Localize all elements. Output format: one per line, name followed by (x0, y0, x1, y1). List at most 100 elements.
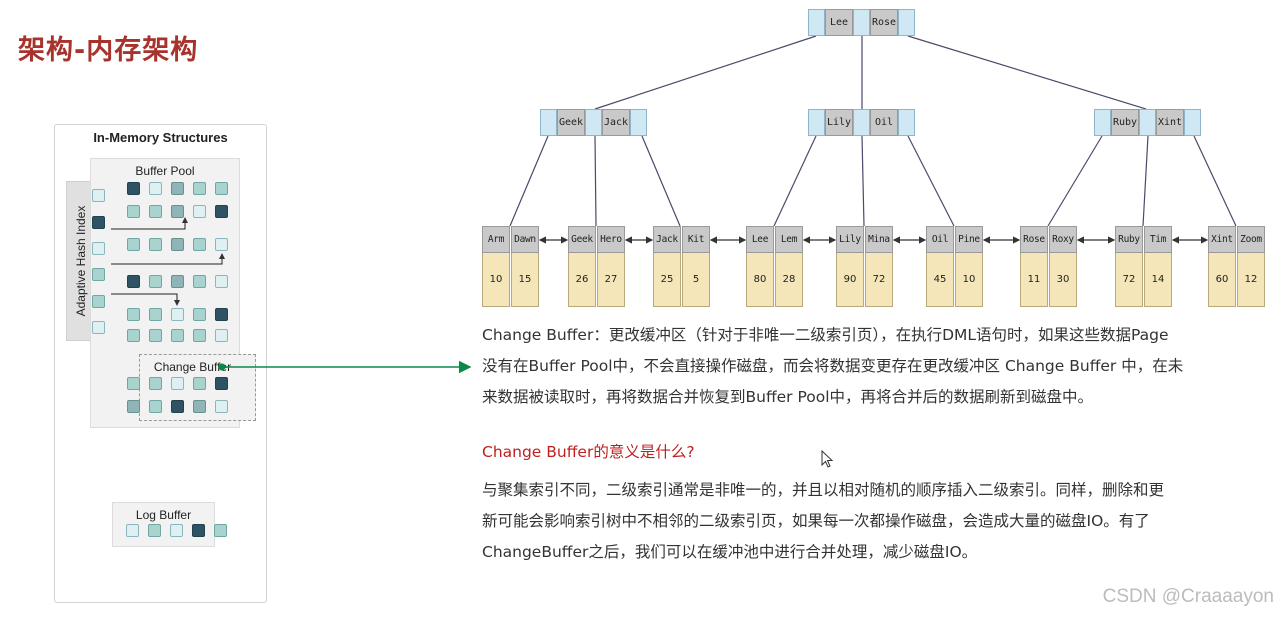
node-key: Rose (870, 9, 898, 36)
leaf-value: 26 (568, 253, 596, 307)
significance-description: 与聚集索引不同，二级索引通常是非唯一的，并且以相对随机的顺序插入二级索引。同样，… (482, 475, 1272, 568)
log-buffer-label: Log Buffer (135, 508, 192, 522)
panel-title: In-Memory Structures (93, 130, 228, 145)
buffer-page-cell (171, 238, 184, 251)
ahi-cell (92, 268, 105, 281)
buffer-page-cell (149, 238, 162, 251)
buffer-page-cell (215, 238, 228, 251)
tree-edge (861, 135, 865, 227)
leaf-key: Mina (865, 226, 893, 253)
node-key: Oil (870, 109, 898, 136)
node-pointer (853, 9, 870, 36)
desc-line-1: Change Buffer：更改缓冲区（针对于非唯一二级索引页），在执行DML语… (482, 326, 1169, 344)
node-key: Jack (602, 109, 630, 136)
sig-line-1: 与聚集索引不同，二级索引通常是非唯一的，并且以相对随机的顺序插入二级索引。同样，… (482, 481, 1165, 499)
tree-edge (594, 135, 597, 227)
leaf-key: Xint (1208, 226, 1236, 253)
buffer-page-cell (215, 329, 228, 342)
leaf-key: Oil (926, 226, 954, 253)
log-buffer-cell (192, 524, 205, 537)
tree-edge (907, 135, 955, 227)
change-buffer-cell (193, 377, 206, 390)
leaf-value: 5 (682, 253, 710, 307)
node-pointer (808, 109, 825, 136)
node-pointer (898, 9, 915, 36)
leaf-value: 15 (511, 253, 539, 307)
node-pointer (853, 109, 870, 136)
buffer-page-cell (171, 275, 184, 288)
sig-line-3: ChangeBuffer之后，我们可以在缓冲池中进行合并处理，减少磁盘IO。 (482, 543, 978, 561)
leaf-key: Kit (682, 226, 710, 253)
buffer-page-cell (215, 308, 228, 321)
log-buffer-cell (170, 524, 183, 537)
tree-edge (641, 135, 681, 227)
node-pointer (585, 109, 602, 136)
leaf-key: Tim (1144, 226, 1172, 253)
tree-edge (1047, 135, 1103, 227)
change-buffer-cell (215, 377, 228, 390)
leaf-value: 27 (597, 253, 625, 307)
leaf-value: 80 (746, 253, 774, 307)
leaf-key: Lee (746, 226, 774, 253)
buffer-page-cell (215, 182, 228, 195)
buffer-page-cell (127, 238, 140, 251)
ahi-cell (92, 216, 105, 229)
log-buffer-cell (126, 524, 139, 537)
leaf-key: Arm (482, 226, 510, 253)
leaf-value: 30 (1049, 253, 1077, 307)
tree-edge (509, 135, 549, 227)
node-key: Xint (1156, 109, 1184, 136)
buffer-page-cell (215, 275, 228, 288)
buffer-page-cell (193, 308, 206, 321)
leaf-value: 28 (775, 253, 803, 307)
node-key: Geek (557, 109, 585, 136)
buffer-page-cell (171, 308, 184, 321)
tree-edge (907, 35, 1147, 110)
buffer-page-cell (193, 329, 206, 342)
node-pointer (898, 109, 915, 136)
log-buffer-cell (214, 524, 227, 537)
buffer-pool-label: Buffer Pool (135, 164, 195, 178)
change-buffer-cell (149, 400, 162, 413)
buffer-page-cell (127, 182, 140, 195)
buffer-page-cell (149, 308, 162, 321)
leaf-key: Jack (653, 226, 681, 253)
buffer-page-cell (193, 205, 206, 218)
tree-edge (594, 35, 817, 110)
leaf-value: 72 (1115, 253, 1143, 307)
ahi-cell (92, 242, 105, 255)
buffer-page-cell (149, 205, 162, 218)
buffer-page-cell (193, 238, 206, 251)
leaf-key: Pine (955, 226, 983, 253)
leaf-key: Zoom (1237, 226, 1265, 253)
change-buffer-cell (127, 377, 140, 390)
watermark: CSDN @Craaaayon (1102, 586, 1274, 607)
node-pointer (1139, 109, 1156, 136)
buffer-page-cell (193, 182, 206, 195)
buffer-page-cell (149, 329, 162, 342)
buffer-page-cell (127, 205, 140, 218)
leaf-key: Roxy (1049, 226, 1077, 253)
buffer-page-cell (193, 275, 206, 288)
change-buffer-description: Change Buffer：更改缓冲区（针对于非唯一二级索引页），在执行DML语… (482, 320, 1272, 413)
change-buffer-cell (127, 400, 140, 413)
buffer-page-cell (127, 275, 140, 288)
change-buffer-cell (215, 400, 228, 413)
change-buffer-cell (149, 377, 162, 390)
tree-edge (1142, 135, 1149, 227)
in-memory-structures-panel: In-Memory Structures Adaptive Hash Index… (54, 124, 267, 603)
leaf-value: 10 (955, 253, 983, 307)
internal-node: Geek Jack (540, 109, 647, 136)
leaf-key: Hero (597, 226, 625, 253)
node-pointer (630, 109, 647, 136)
change-buffer-cell (171, 377, 184, 390)
node-key: Ruby (1111, 109, 1139, 136)
